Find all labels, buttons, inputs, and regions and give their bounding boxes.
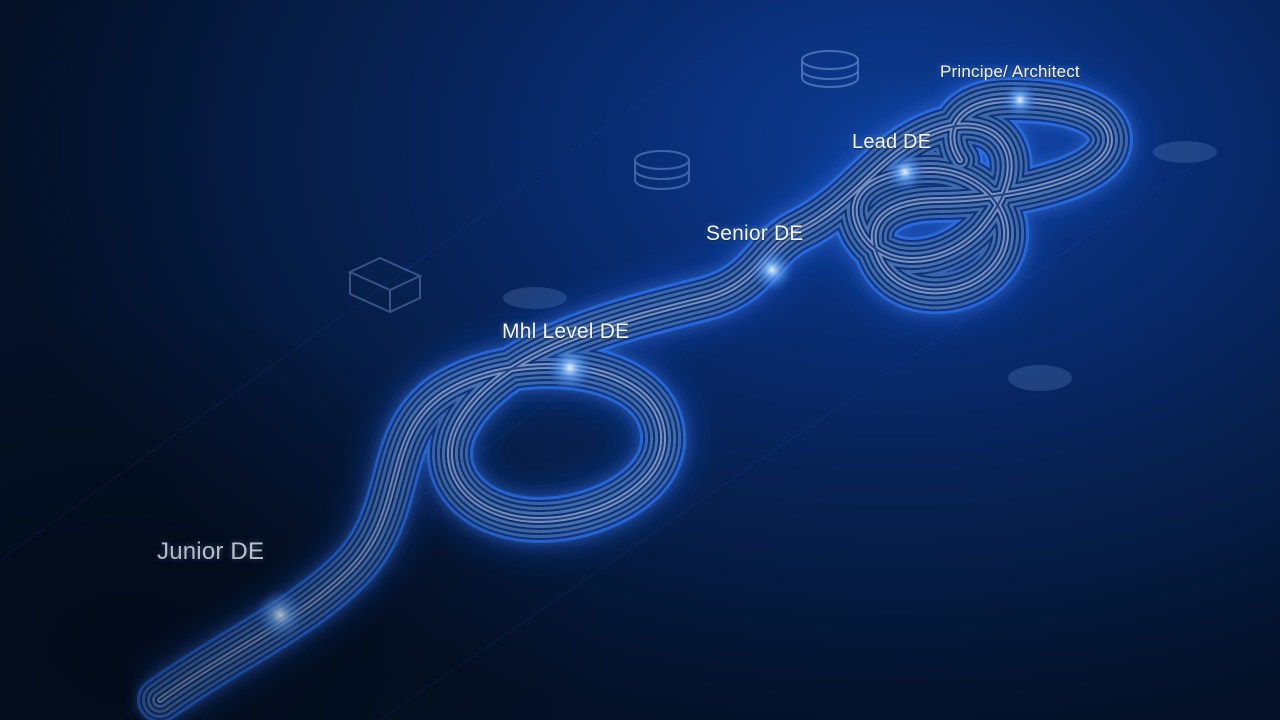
stage-node-junior — [254, 589, 306, 641]
stage-node-principal — [1002, 82, 1038, 118]
stage-label-mid-level: Mhl Level DE — [502, 320, 630, 343]
stage-node-senior — [750, 248, 794, 292]
stage-label-principal-architect: Principe/ Architect — [940, 62, 1080, 81]
stage-node-mid — [546, 344, 594, 392]
stage-label-senior: Senior DE — [706, 222, 804, 245]
stage-label-junior: Junior DE — [157, 538, 265, 565]
cloud-icon — [503, 141, 1217, 391]
stage-node-lead — [885, 152, 925, 192]
database-icon — [634, 150, 690, 190]
database-icon — [801, 50, 859, 88]
stage-label-lead: Lead DE — [852, 131, 932, 153]
server-stack-icon — [347, 256, 423, 314]
stage-nodes — [254, 82, 1038, 641]
